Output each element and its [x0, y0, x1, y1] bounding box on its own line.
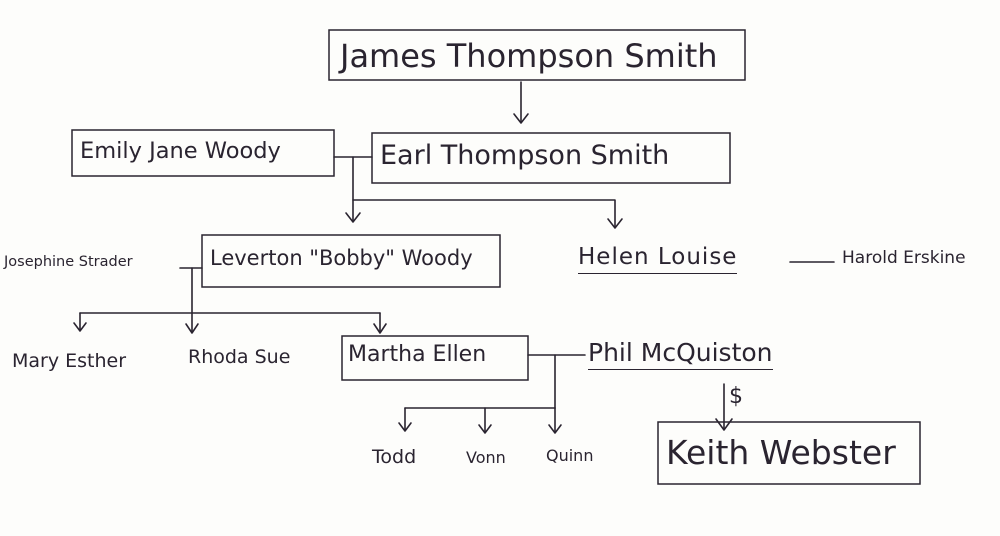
arrow-mary	[73, 322, 87, 332]
box-keith	[657, 421, 921, 485]
person-martha: Martha Ellen	[348, 342, 487, 367]
arrow-helen	[607, 218, 623, 229]
box-james	[328, 29, 746, 81]
person-mary: Mary Esther	[12, 350, 127, 372]
person-vonn: Vonn	[466, 448, 506, 467]
person-james: James Thompson Smith	[340, 37, 718, 75]
person-josephine: Josephine Strader	[4, 254, 133, 270]
person-leverton: Leverton "Bobby" Woody	[210, 246, 473, 270]
arrow-quinn	[548, 424, 562, 434]
arrow-earl	[513, 113, 529, 124]
person-helen: Helen Louise	[578, 246, 738, 274]
person-earl: Earl Thompson Smith	[380, 140, 670, 171]
arrow-todd	[398, 422, 412, 432]
box-leverton	[201, 234, 501, 288]
person-harold: Harold Erskine	[842, 248, 966, 268]
arrow-rhoda	[185, 323, 199, 334]
box-emily	[71, 129, 335, 177]
arrow-martha	[373, 323, 387, 334]
box-earl	[371, 132, 731, 184]
box-martha	[341, 335, 529, 381]
person-todd: Todd	[372, 446, 417, 468]
person-rhoda: Rhoda Sue	[188, 346, 291, 368]
arrow-leverton	[345, 212, 361, 223]
person-emily: Emily Jane Woody	[80, 138, 281, 164]
person-keith: Keith Webster	[666, 433, 896, 472]
arrow-keith	[715, 418, 733, 431]
person-quinn: Quinn	[546, 446, 594, 465]
dollar-sign-mark: $	[729, 384, 743, 409]
line-to-helen	[352, 199, 616, 227]
person-phil: Phil McQuiston	[588, 340, 773, 370]
arrow-vonn	[478, 424, 492, 434]
